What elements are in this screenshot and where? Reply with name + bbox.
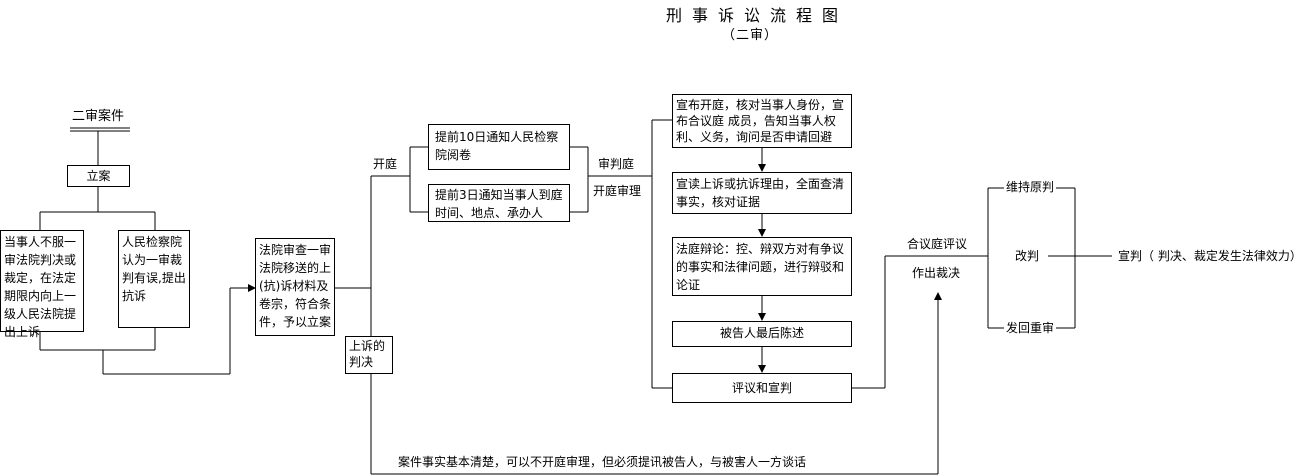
panel-deliberation-label: 合议庭评议 [907,237,968,251]
open-court-label: 开庭 [373,157,398,171]
court-review-box: 法院审查一审法院移送的上(抗)诉材料及卷宗，符合条件，予以立案 [255,238,335,336]
case-heading: 二审案件 [72,109,125,124]
diagram-subtitle: （二审） [722,28,779,43]
pronounce-label: 宣判（ 判决、裁定发生法律效力） [1118,249,1300,263]
diagram-title: 刑事诉讼流程图 [666,6,849,25]
appeal-verdict-box: 上诉的判决 [345,336,393,374]
final-statement-box: 被告人最后陈述 [672,321,852,347]
deliberation-box: 评议和宣判 [672,373,852,403]
make-ruling-label: 作出裁决 [912,266,961,280]
filing-box: 立案 [67,165,130,187]
procuratorate-protest-box: 人民检察院认为一审裁判有误,提出抗诉 [118,230,190,328]
court-debate-box: 法庭辩论：控、辩双方对有争议的事实和法律问题，进行辩驳和论证 [672,237,852,296]
open-court-announce-box: 宣布开庭，核对当事人身份，宣布合议庭 成员，告知当事人权利、义务，询问是否申请回… [672,94,852,148]
amend-label: 改判 [1013,249,1042,263]
read-appeal-box: 宣读上诉或抗诉理由，全面查清事实，核对证据 [672,172,852,214]
no-hearing-note: 案件事实基本清楚，可以不开庭审理，但必须提讯被告人，与被害人一方谈话 [398,455,807,469]
notify-procuratorate-box: 提前10日通知人民检察院阅卷 [428,124,570,170]
party-appeal-box: 当事人不服一审法院判决或裁定，在法定期限内向上一级人民法院提出上诉 [0,230,84,339]
remand-label: 发回重审 [1004,321,1057,335]
trial-court-label: 审判庭 [598,157,635,171]
notify-parties-box: 提前3日通知当事人到庭时间、地点、承办人 [428,184,570,222]
uphold-label: 维持原判 [1004,180,1057,194]
open-court-trial-label: 开庭审理 [593,184,642,198]
